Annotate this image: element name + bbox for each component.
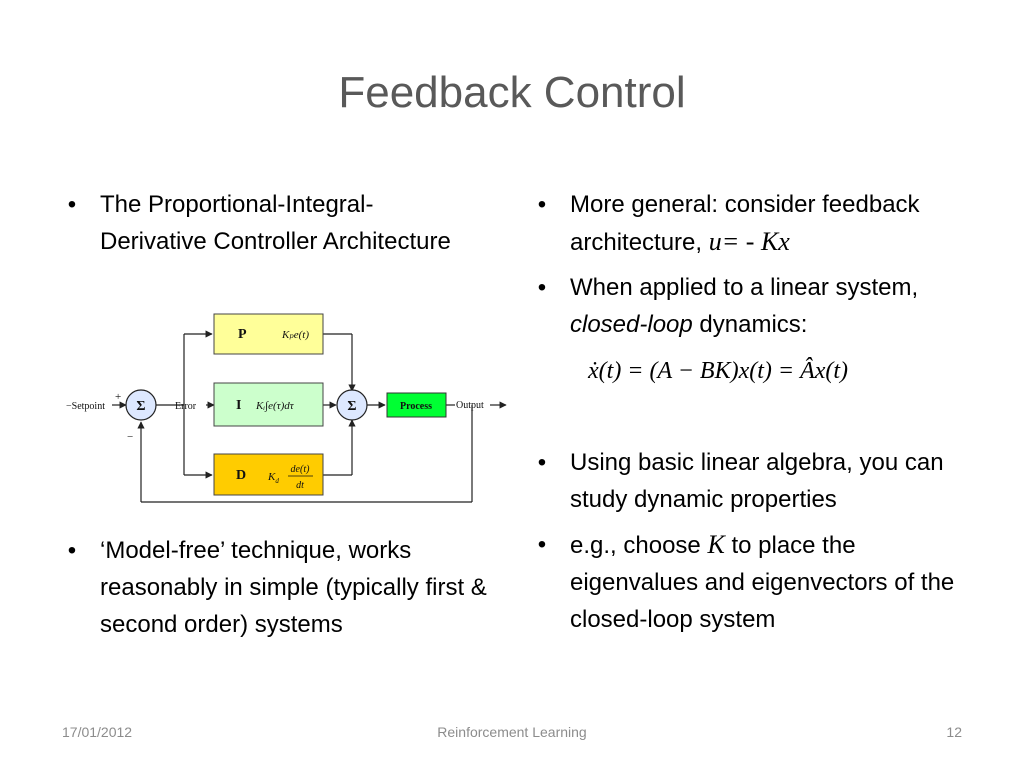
right-bullet-2-emphasis: closed-loop <box>570 311 693 338</box>
right-bullet-1: • More general: consider feedback archit… <box>532 186 970 261</box>
p-formula: Kₚe(t) <box>281 329 309 341</box>
plus-sign: + <box>115 391 121 403</box>
right-bullet-2-text-a: When applied to a linear system, <box>570 274 919 301</box>
error-label: Error <box>175 401 197 412</box>
control-law-math: u= - Kx <box>708 227 790 256</box>
bullet-glyph: • <box>67 191 77 218</box>
sum-1-symbol: Σ <box>136 399 145 414</box>
footer-page-number: 12 <box>946 724 962 740</box>
pid-block-diagram: −Setpoint + − Σ Error P Kₚe(t) I Kᵢ∫e(τ)… <box>66 313 507 503</box>
right-bullet-4: • e.g., choose K to place the eigenvalue… <box>532 526 960 638</box>
gain-k-math: K <box>707 530 725 559</box>
left-bullet-list: • The Proportional-Integral-Derivative C… <box>62 186 462 260</box>
left-bullet-2-text: ‘Model-free’ technique, works reasonably… <box>100 537 487 638</box>
sum-2-symbol: Σ <box>347 399 356 414</box>
minus-sign: − <box>127 431 133 443</box>
bullet-glyph: • <box>537 531 547 558</box>
footer-date: 17/01/2012 <box>62 724 133 740</box>
summing-junction-1 <box>125 389 157 421</box>
left-bullet-1: • The Proportional-Integral-Derivative C… <box>62 186 460 260</box>
bullet-glyph: • <box>67 537 77 564</box>
right-bullet-2-text-b: dynamics: <box>699 311 808 338</box>
d-sub: d <box>275 477 279 485</box>
setpoint-label: −Setpoint <box>66 401 105 412</box>
right-bullet-3: • Using basic linear algebra, you can st… <box>532 444 970 518</box>
d-denominator: dt <box>296 480 304 491</box>
left-bullet-2: • ‘Model-free’ technique, works reasonab… <box>62 532 502 643</box>
d-letter: D <box>236 468 246 483</box>
right-bullet-4-text-a: e.g., choose <box>570 532 701 559</box>
right-bullet-4-text-b: to place the eigenvalues and eigenvector… <box>570 532 955 633</box>
i-block <box>213 382 324 427</box>
d-k: K <box>267 471 276 483</box>
output-label: Output <box>456 400 484 411</box>
d-block <box>213 453 324 496</box>
setpoint-text: Setpoint <box>72 401 106 412</box>
i-formula: Kᵢ∫e(τ)dτ <box>255 400 295 412</box>
right-bullet-1-text: More general: consider feedback architec… <box>570 191 920 256</box>
p-letter: P <box>238 327 247 342</box>
right-bullet-list-1: • More general: consider feedback archit… <box>532 186 972 343</box>
closed-loop-equation: ẋ(t) = (A − BK)x(t) = Âx(t) <box>588 358 849 384</box>
slide-title: Feedback Control <box>338 68 686 117</box>
process-block <box>386 392 447 418</box>
d-numerator: de(t) <box>291 464 311 475</box>
footer-topic: Reinforcement Learning <box>437 724 587 740</box>
i-letter: I <box>236 398 241 413</box>
bullet-glyph: • <box>537 449 547 476</box>
p-block <box>213 313 324 355</box>
d-formula-k: Kd <box>267 471 279 485</box>
summing-junction-2 <box>336 389 368 421</box>
left-bullet-list-2: • ‘Model-free’ technique, works reasonab… <box>62 532 502 643</box>
right-bullet-2: • When applied to a linear system, close… <box>532 269 970 343</box>
process-label: Process <box>400 401 432 412</box>
left-bullet-1-text: The Proportional-Integral-Derivative Con… <box>100 191 451 255</box>
right-bullet-list-2: • Using basic linear algebra, you can st… <box>532 444 972 638</box>
bullet-glyph: • <box>537 274 547 301</box>
bullet-glyph: • <box>537 191 547 218</box>
right-bullet-3-text: Using basic linear algebra, you can stud… <box>570 449 944 513</box>
